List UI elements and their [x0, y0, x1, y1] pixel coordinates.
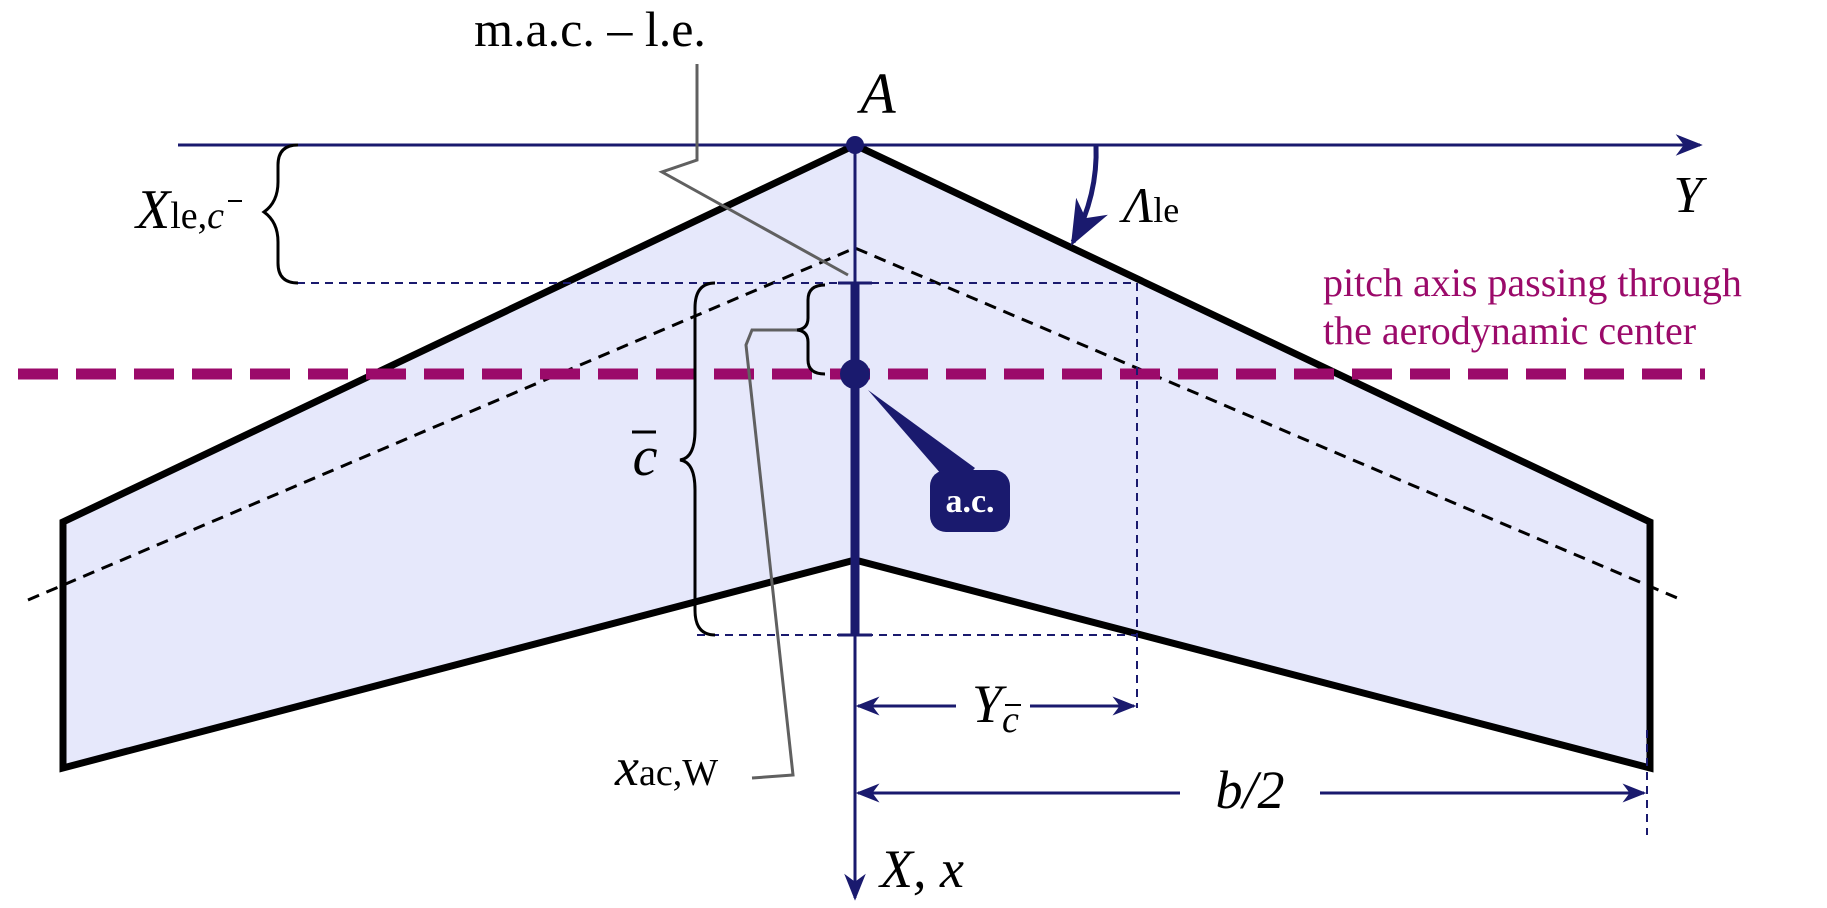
cbar-brace	[679, 281, 716, 637]
y-cbar-symbol: Y	[972, 674, 1007, 734]
y-cbar-subscript: c	[1002, 699, 1019, 741]
y-cbar-label: Yc	[972, 674, 1019, 741]
b-half-label-gap	[1180, 770, 1320, 816]
x-le-brace	[261, 143, 299, 285]
aerodynamic-center-point	[840, 359, 870, 389]
pitch-axis-label-line2: the aerodynamic center	[1323, 308, 1696, 353]
xac-subscript: ac,W	[639, 752, 718, 794]
y-axis-label: Y	[1674, 167, 1708, 224]
ac-badge	[930, 470, 1010, 532]
xac-leader	[744, 328, 797, 780]
x-le-cbar-label: Xle,c	[134, 179, 224, 241]
x-le-subscript: le,	[170, 195, 207, 237]
cbar-label: c	[633, 426, 658, 488]
x-axis-label: X, x	[878, 839, 964, 899]
sweep-symbol: Λ	[1119, 177, 1153, 233]
ac-badge-label: a.c.	[945, 483, 994, 520]
mac-le-leader	[658, 64, 849, 277]
xac-symbol: x	[614, 737, 639, 797]
xac-w-label: xac,W	[614, 737, 718, 797]
x-le-subscript-cbar: c	[207, 195, 224, 237]
sweep-angle-label: Λle	[1119, 177, 1179, 233]
ac-badge-pointer	[868, 390, 975, 490]
x-le-symbol: X	[134, 179, 173, 241]
sweep-angle-arc	[1070, 144, 1108, 246]
pitch-axis-label-line1: pitch axis passing through	[1323, 260, 1742, 305]
mac-le-label: m.a.c. – l.e.	[474, 1, 706, 57]
apex-point-a	[846, 136, 864, 154]
sweep-subscript: le	[1153, 190, 1179, 230]
apex-label-a: A	[856, 61, 896, 126]
b-half-label: b/2	[1215, 760, 1284, 820]
mac-le-reference-line	[297, 282, 1138, 708]
